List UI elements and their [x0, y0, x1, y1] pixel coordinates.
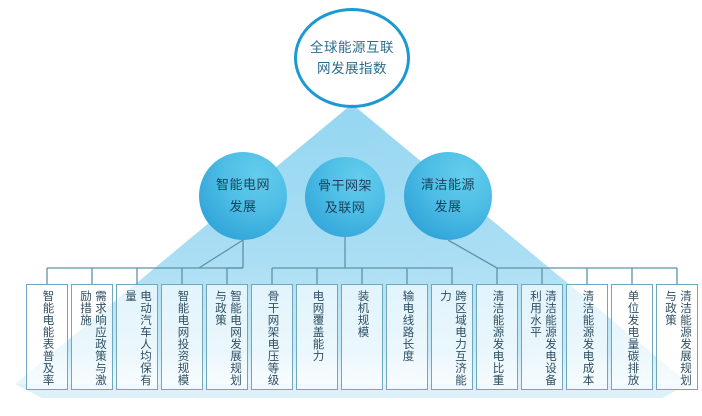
leaf-box-label: 智能电网投资规模: [176, 290, 189, 386]
leaf-box-label: 跨区域电力互济能力: [439, 290, 466, 386]
leaf-box[interactable]: 跨区域电力互济能力: [431, 284, 473, 390]
branch-node-smart-grid-line-1: 智能电网: [215, 177, 270, 192]
branch-node-backbone-grid[interactable]: 骨干网架 及联网: [305, 157, 385, 237]
leaf-box[interactable]: 装机规模: [341, 284, 383, 390]
leaf-box[interactable]: 智能电能表普及率: [26, 284, 68, 390]
leaf-box[interactable]: 智能电网发展规划与政策: [206, 284, 248, 390]
branch-node-backbone-grid-line-1: 骨干网架: [317, 178, 372, 193]
leaf-box-label: 清洁能源发电设备利用水平: [529, 290, 556, 386]
leaf-box-label: 单位发电量碳排放: [626, 290, 639, 386]
leaf-box[interactable]: 骨干网架电压等级: [251, 284, 293, 390]
root-node-line-1: 全球能源互联: [310, 40, 394, 55]
leaf-box-label: 智能电网发展规划与政策: [214, 290, 241, 386]
leaf-box[interactable]: 输电线路长度: [386, 284, 428, 390]
leaf-box-label: 清洁能源发展规划与政策: [664, 290, 691, 386]
leaf-box-label: 智能电能表普及率: [41, 290, 54, 386]
leaf-box-label: 清洁能源发电成本: [581, 290, 594, 386]
leaf-box[interactable]: 清洁能源发展规划与政策: [656, 284, 698, 390]
root-node-line-2: 网发展指数: [317, 61, 387, 76]
leaf-box-label: 电动汽车人均保有量: [124, 290, 151, 386]
leaf-box[interactable]: 智能电网投资规模: [161, 284, 203, 390]
leaf-box[interactable]: 需求响应政策与激励措施: [71, 284, 113, 390]
branch-node-smart-grid[interactable]: 智能电网 发展: [199, 152, 287, 240]
root-node[interactable]: 全球能源互联 网发展指数: [294, 8, 410, 108]
branch-node-clean-energy-line-2: 发展: [434, 199, 462, 214]
leaf-box[interactable]: 电动汽车人均保有量: [116, 284, 158, 390]
connector-feeders: [198, 239, 244, 269]
leaf-box-label: 输电线路长度: [401, 290, 414, 362]
leaf-box[interactable]: 清洁能源发电设备利用水平: [521, 284, 563, 390]
branch-node-clean-energy-line-1: 清洁能源: [420, 177, 475, 192]
branch-node-backbone-grid-line-2: 及联网: [324, 200, 366, 215]
leaf-box-label: 清洁能源发电比重: [491, 290, 504, 386]
leaf-box[interactable]: 清洁能源发电成本: [566, 284, 608, 390]
leaf-box-label: 装机规模: [356, 290, 369, 338]
leaf-box-label: 电网覆盖能力: [311, 290, 324, 362]
leaf-box[interactable]: 单位发电量碳排放: [611, 284, 653, 390]
leaf-box[interactable]: 电网覆盖能力: [296, 284, 338, 390]
leaf-box-label: 骨干网架电压等级: [266, 290, 279, 386]
connector-group-2: [271, 237, 453, 284]
connector-group-3: [447, 239, 678, 284]
leaf-box-label: 需求响应政策与激励措施: [79, 290, 106, 386]
connector-group-1: [46, 240, 244, 284]
branch-node-smart-grid-line-2: 发展: [229, 199, 257, 214]
branch-node-clean-energy[interactable]: 清洁能源 发展: [404, 152, 492, 240]
leaf-box[interactable]: 清洁能源发电比重: [476, 284, 518, 390]
